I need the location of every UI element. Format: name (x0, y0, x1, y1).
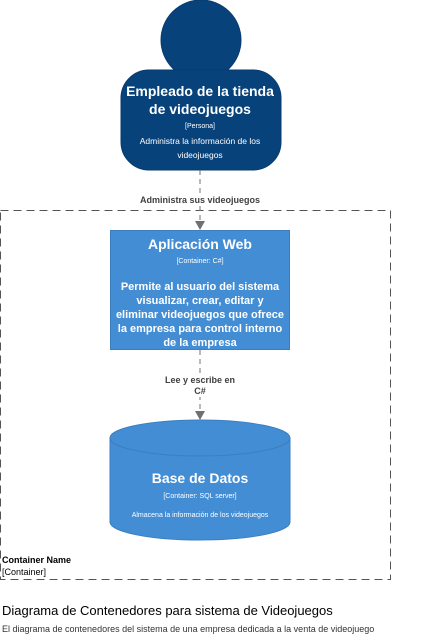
database-label: Base de Datos [Container: SQL server] Al… (110, 470, 290, 520)
database-top (109, 419, 291, 457)
diagram-description: El diagrama de contenedores del sistema … (2, 624, 375, 634)
person-head (160, 0, 242, 81)
boundary-name: Container Name (2, 555, 72, 565)
web-app-description: Permite al usuario del sistema visualiza… (115, 281, 285, 349)
web-app-name: Aplicación Web (148, 236, 252, 252)
web-app-type: [Container: C#] (176, 258, 224, 265)
relation-label-person-to-app: Administra sus videojuegos (128, 195, 272, 206)
database-cylinder[interactable] (109, 419, 291, 541)
database-name: Base de Datos (151, 470, 249, 486)
container-boundary (0, 210, 391, 580)
database-description: Almacena la información de los videojueg… (131, 512, 269, 519)
person-description: Administra la información de los videoju… (139, 136, 261, 160)
web-app-container[interactable]: Aplicación Web [Container: C#] Permite a… (110, 230, 290, 350)
relation-arrow-person-to-app (195, 170, 205, 230)
person-body (120, 69, 282, 171)
database-body (109, 438, 291, 541)
person-name: Empleado de la tienda de videojuegos (126, 83, 274, 117)
database-type: [Container: SQL server] (163, 493, 237, 500)
person-shape[interactable] (120, 0, 282, 171)
relation-label-app-to-db: Lee y escribe en C# (158, 375, 242, 397)
person-type: [Persona] (185, 123, 215, 130)
diagram-title: Diagrama de Contenedores para sistema de… (2, 603, 333, 618)
boundary-type: [Container] (2, 567, 47, 577)
person-label: Empleado de la tienda de videojuegos [Pe… (118, 82, 282, 162)
